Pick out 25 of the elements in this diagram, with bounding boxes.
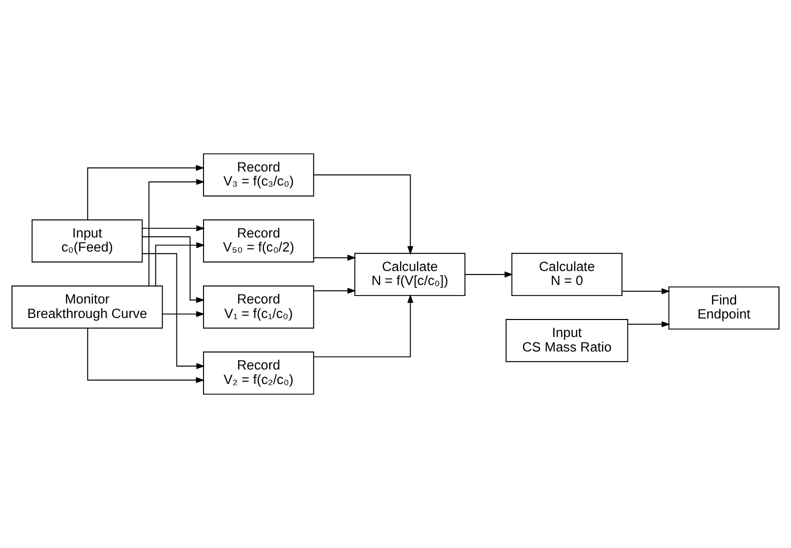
arrow	[162, 311, 205, 318]
arrow	[148, 178, 205, 286]
arrow	[313, 294, 414, 358]
node-box: Record V₃ = f(c₃/c₀)	[203, 153, 314, 196]
arrow	[142, 253, 205, 370]
arrow	[142, 236, 205, 304]
node-box: Input c₀(Feed)	[32, 219, 143, 262]
node-box: Record V₅₀ = f(c₀/2)	[203, 219, 314, 262]
arrow	[464, 271, 514, 278]
arrow	[142, 225, 205, 232]
arrow	[87, 328, 205, 384]
node-box: Calculate N = 0	[511, 252, 622, 296]
arrow	[313, 174, 414, 255]
arrow	[314, 254, 356, 261]
node-box: Monitor Breakthrough Curve	[12, 286, 163, 329]
node-box: Record V₁ = f(c₁/c₀)	[203, 286, 314, 329]
arrow	[155, 242, 205, 286]
node-box: Find Endpoint	[668, 286, 780, 330]
arrow	[628, 321, 670, 328]
arrow	[87, 164, 205, 220]
node-box: Input CS Mass Ratio	[506, 319, 628, 362]
arrow	[314, 288, 356, 294]
node-box: Calculate N = f(V[c/c₀])	[354, 252, 466, 296]
node-box: Record V₂ = f(c₂/c₀)	[203, 352, 314, 395]
arrow	[622, 288, 670, 294]
